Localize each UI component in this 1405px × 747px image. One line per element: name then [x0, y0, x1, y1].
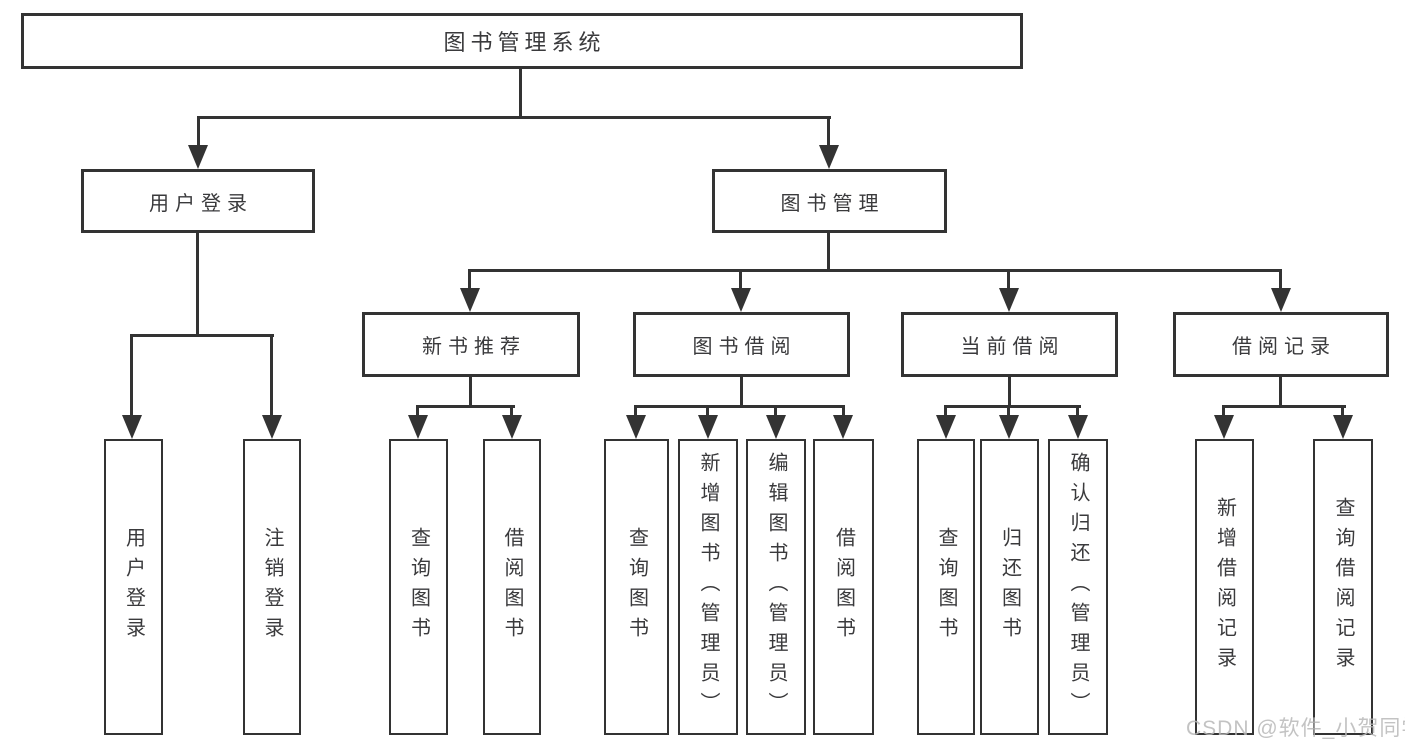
connector-line [197, 116, 831, 119]
connector-line [944, 405, 1081, 408]
arrow-down-icon [460, 288, 480, 312]
arrow-down-icon [766, 415, 786, 439]
arrow-down-icon [262, 415, 282, 439]
watermark: CSDN @软件_小贺同学 [1186, 717, 1405, 740]
leaf-add-book-admin-label: 新增图书（管理员） [697, 452, 719, 722]
arrow-down-icon [502, 415, 522, 439]
leaf-add-borrow-record-label: 新增借阅记录 [1213, 497, 1236, 677]
connector-line [944, 405, 947, 417]
node-book-borrow-label: 图书借阅 [692, 336, 797, 358]
connector-line [130, 334, 133, 418]
leaf-user-login-label: 用户登录 [122, 527, 145, 647]
leaf-query-book-1-label: 查询图书 [407, 527, 430, 647]
connector-line [1007, 269, 1010, 291]
connector-line [130, 334, 274, 337]
node-borrow-record-label: 借阅记录 [1232, 336, 1336, 358]
connector-line [827, 233, 830, 272]
connector-line [510, 405, 513, 417]
node-book-borrow: 图书借阅 [633, 312, 850, 377]
arrow-down-icon [833, 415, 853, 439]
arrow-down-icon [1333, 415, 1353, 439]
leaf-edit-book-admin: 编辑图书（管理员） [746, 439, 806, 735]
connector-line [634, 405, 637, 417]
arrow-down-icon [122, 415, 142, 439]
connector-line [519, 69, 522, 119]
connector-line [468, 269, 1282, 272]
connector-line [468, 269, 471, 291]
arrow-down-icon [999, 415, 1019, 439]
node-book-mgmt-label: 图书管理 [780, 192, 885, 215]
node-borrow-record: 借阅记录 [1173, 312, 1389, 377]
connector-line [1008, 377, 1011, 408]
arrow-down-icon [626, 415, 646, 439]
node-root-label: 图书管理系统 [443, 30, 606, 55]
connector-line [1341, 405, 1344, 417]
connector-line [197, 116, 200, 148]
arrow-down-icon [1068, 415, 1088, 439]
leaf-query-book-2-label: 查询图书 [625, 527, 648, 647]
connector-line [1279, 269, 1282, 291]
leaf-query-borrow-record: 查询借阅记录 [1313, 439, 1373, 735]
connector-line [469, 377, 472, 408]
connector-line [842, 405, 845, 417]
node-book-mgmt: 图书管理 [712, 169, 947, 233]
node-new-book-recommend: 新书推荐 [362, 312, 580, 377]
node-user-login-label: 用户登录 [149, 192, 253, 215]
arrow-down-icon [1271, 288, 1291, 312]
leaf-borrow-book-2: 借阅图书 [813, 439, 874, 735]
leaf-user-login: 用户登录 [104, 439, 163, 735]
arrow-down-icon [698, 415, 718, 439]
leaf-return-book-label: 归还图书 [998, 527, 1021, 647]
arrow-down-icon [819, 145, 839, 169]
connector-line [739, 269, 742, 291]
node-current-borrow: 当前借阅 [901, 312, 1118, 377]
leaf-confirm-return-admin: 确认归还（管理员） [1048, 439, 1108, 735]
connector-line [1222, 405, 1346, 408]
node-user-login: 用户登录 [81, 169, 315, 233]
arrow-down-icon [408, 415, 428, 439]
node-new-book-recommend-label: 新书推荐 [422, 336, 526, 358]
connector-line [1222, 405, 1225, 417]
leaf-return-book: 归还图书 [980, 439, 1039, 735]
leaf-query-book-3: 查询图书 [917, 439, 975, 735]
leaf-borrow-book-1: 借阅图书 [483, 439, 541, 735]
leaf-logout: 注销登录 [243, 439, 301, 735]
leaf-borrow-book-2-label: 借阅图书 [832, 527, 855, 647]
leaf-query-book-3-label: 查询图书 [935, 527, 957, 647]
connector-line [196, 233, 199, 337]
connector-line [706, 405, 709, 417]
connector-line [827, 116, 830, 148]
connector-line [1279, 377, 1282, 408]
leaf-borrow-book-1-label: 借阅图书 [501, 527, 523, 647]
node-root: 图书管理系统 [21, 13, 1023, 69]
leaf-query-book-2: 查询图书 [604, 439, 669, 735]
connector-line [270, 334, 273, 418]
arrow-down-icon [731, 288, 751, 312]
node-current-borrow-label: 当前借阅 [960, 336, 1065, 358]
leaf-add-borrow-record: 新增借阅记录 [1195, 439, 1254, 735]
arrow-down-icon [1214, 415, 1234, 439]
leaf-logout-label: 注销登录 [261, 527, 283, 647]
leaf-confirm-return-admin-label: 确认归还（管理员） [1067, 452, 1089, 722]
connector-line [1076, 405, 1079, 417]
connector-line [740, 377, 743, 408]
arrow-down-icon [188, 145, 208, 169]
leaf-add-book-admin: 新增图书（管理员） [678, 439, 738, 735]
connector-line [1007, 405, 1010, 417]
leaf-query-book-1: 查询图书 [389, 439, 448, 735]
leaf-edit-book-admin-label: 编辑图书（管理员） [765, 452, 787, 722]
arrow-down-icon [999, 288, 1019, 312]
connector-line [774, 405, 777, 417]
connector-line [416, 405, 515, 408]
arrow-down-icon [936, 415, 956, 439]
connector-line [416, 405, 419, 417]
leaf-query-borrow-record-label: 查询借阅记录 [1332, 497, 1354, 677]
connector-line [634, 405, 845, 408]
